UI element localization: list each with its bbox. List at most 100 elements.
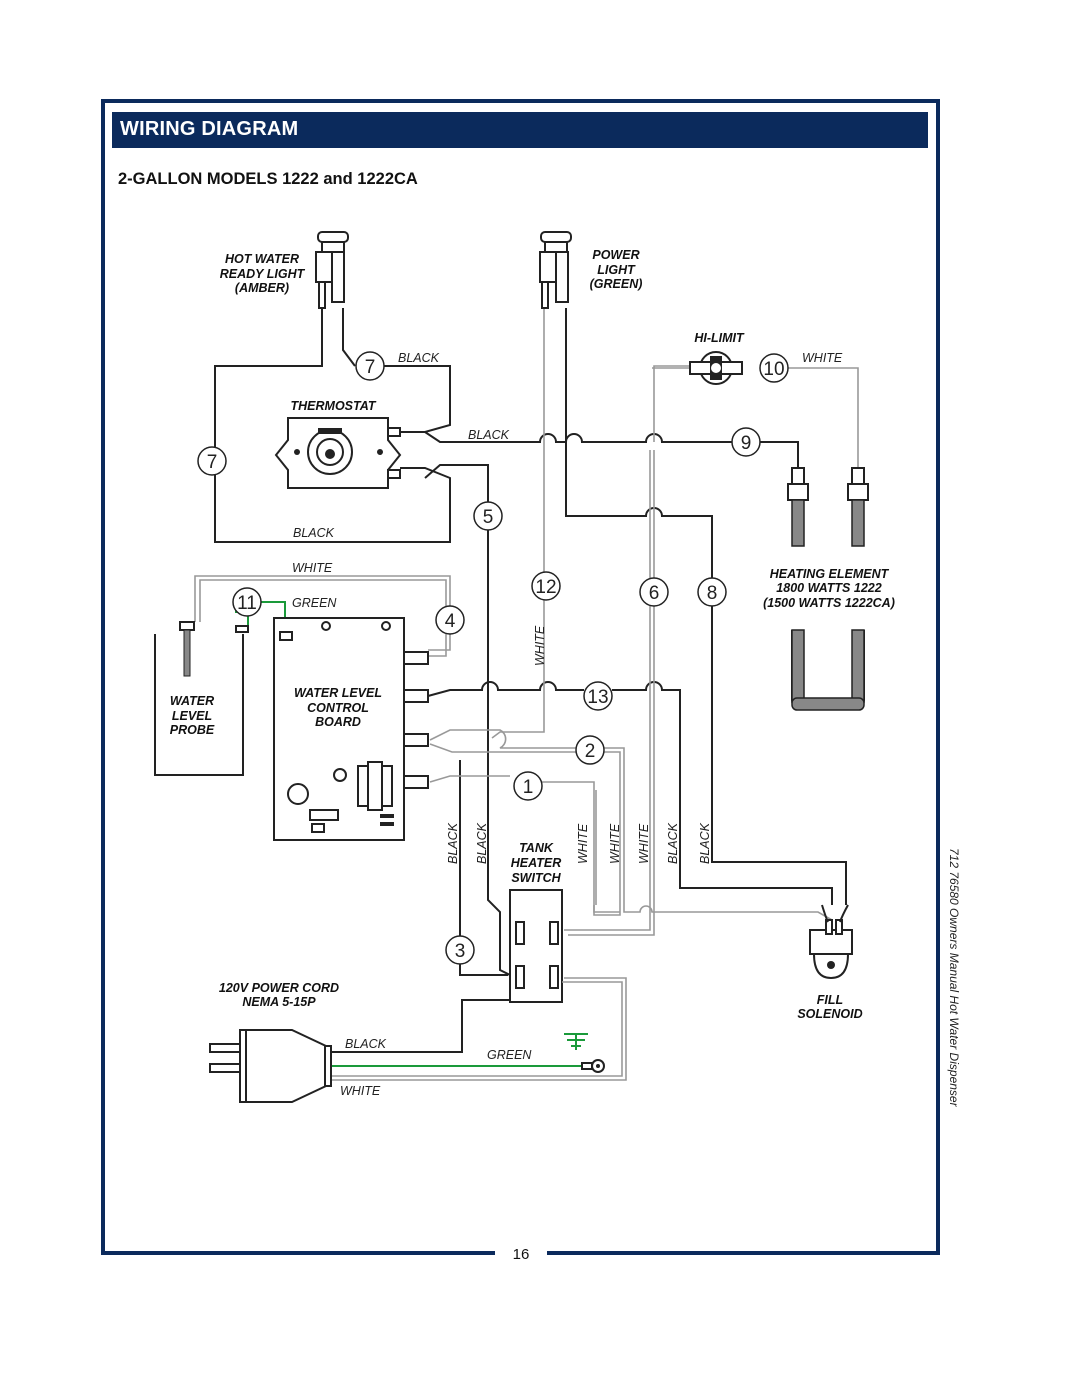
page-number: 16 (512, 1246, 530, 1263)
control-board-device (273, 617, 429, 841)
wire-12 (491, 308, 545, 739)
label-switch-3: SWITCH (511, 871, 561, 885)
label-switch-2: HEATER (511, 856, 561, 870)
label-power-light-2: LIGHT (597, 263, 636, 277)
label-board-2: CONTROL (307, 701, 369, 715)
hot-water-ready-light (315, 231, 349, 309)
label-white-3: WHITE (533, 625, 547, 666)
wire-number-13: 13 (587, 687, 608, 708)
wire-hilimit-left (653, 365, 690, 442)
wire-color-labels: BLACK WHITE BLACK BLACK WHITE GREEN WHIT… (292, 351, 843, 1098)
wire-2-right (604, 747, 833, 921)
wire-2-b (429, 743, 578, 753)
thermostat-device (274, 417, 402, 489)
wire-number-7a: 7 (365, 357, 376, 378)
wire-3-bottom (459, 960, 508, 976)
label-hi-limit: HI-LIMIT (694, 331, 745, 345)
label-white-4: WHITE (576, 823, 590, 864)
side-note: 712 76580 Owners Manual Hot Water Dispen… (947, 848, 961, 1107)
label-hot-water-3: (AMBER) (235, 281, 289, 295)
label-heating-element-2: 1800 WATTS 1222 (776, 581, 881, 595)
label-board-3: BOARD (315, 715, 361, 729)
wire-number-5: 5 (483, 507, 494, 528)
wire-13-left (427, 681, 584, 697)
wire-cord-black (325, 999, 510, 1053)
label-black-1: BLACK (398, 351, 440, 365)
power-light-lamp (539, 231, 572, 309)
wire-7-black (380, 365, 451, 433)
wire-number-12: 12 (535, 577, 556, 598)
wire-5-top (424, 464, 489, 505)
wire-number-1: 1 (523, 777, 534, 798)
label-board-1: WATER LEVEL (294, 686, 382, 700)
label-cord-1: 120V POWER CORD (219, 981, 339, 995)
wire-number-6: 6 (649, 583, 660, 604)
label-white-5: WHITE (608, 823, 622, 864)
wire-1-left (429, 775, 510, 783)
wire-number-4: 4 (445, 611, 456, 632)
hi-limit-device (689, 351, 743, 385)
label-power-light-1: POWER (592, 248, 639, 262)
wire-1-right (540, 781, 620, 913)
wire-probe-white2 (199, 579, 447, 657)
wire-number-10: 10 (763, 359, 784, 380)
label-black-4: BLACK (446, 822, 460, 864)
ground-symbol (564, 1033, 588, 1047)
label-solenoid-1: FILL (817, 993, 843, 1007)
label-white-7: WHITE (340, 1084, 381, 1098)
label-black-2: BLACK (468, 428, 510, 442)
wire-2-left (429, 729, 576, 749)
wire-light-lead (342, 308, 356, 367)
label-probe-3: PROBE (170, 723, 215, 737)
wire-cord-white2 (328, 981, 623, 1077)
footer-gap (495, 1244, 547, 1262)
wire-power-light (565, 308, 713, 580)
label-black-6: BLACK (666, 822, 680, 864)
label-black-5: BLACK (475, 822, 489, 864)
wire-number-8: 8 (707, 583, 718, 604)
wire-number-3: 3 (455, 941, 466, 962)
label-hot-water-2: READY LIGHT (220, 267, 306, 281)
label-white-2: WHITE (292, 561, 333, 575)
label-black-3: BLACK (293, 526, 335, 540)
diagram-subtitle: 2-GALLON MODELS 1222 and 1222CA (118, 170, 418, 188)
label-heating-element-1: HEATING ELEMENT (770, 567, 890, 581)
wire-8 (711, 604, 847, 905)
wire-7-loop (214, 308, 451, 543)
water-level-probe-device (154, 621, 249, 776)
white-wires (194, 308, 859, 1081)
label-green-1: GREEN (292, 596, 337, 610)
label-black-8: BLACK (345, 1037, 387, 1051)
power-cord-plug (209, 1029, 605, 1103)
wire-cord-white (328, 977, 627, 1081)
wire-number-9: 9 (741, 433, 752, 454)
label-cord-2: NEMA 5-15P (242, 995, 316, 1009)
fill-solenoid-device (809, 904, 853, 980)
section-banner: WIRING DIAGRAM (112, 112, 928, 148)
wire-9 (760, 441, 799, 470)
label-probe-2: LEVEL (172, 709, 212, 723)
section-title: WIRING DIAGRAM (120, 118, 299, 140)
label-hot-water-1: HOT WATER (225, 252, 299, 266)
wire-6 (568, 450, 655, 936)
wire-6b (564, 450, 651, 931)
label-green-2: GREEN (487, 1048, 532, 1062)
label-thermostat: THERMOSTAT (291, 399, 377, 413)
label-probe-1: WATER (170, 694, 214, 708)
heating-element (787, 467, 869, 711)
wire-10 (786, 367, 859, 470)
switch-terminals (515, 921, 559, 989)
label-heating-element-3: (1500 WATTS 1222CA) (763, 596, 895, 610)
wire-probe-white (194, 575, 451, 651)
wire-number-markers: 7 7 10 9 5 12 6 8 11 4 13 2 1 3 (197, 351, 789, 965)
label-black-7: BLACK (698, 822, 712, 864)
label-white-6: WHITE (637, 823, 651, 864)
wire-number-11: 11 (237, 593, 257, 614)
component-labels: HOT WATER READY LIGHT (AMBER) POWER LIGH… (170, 248, 895, 1021)
label-switch-1: TANK (519, 841, 554, 855)
wire-number-2: 2 (585, 741, 596, 762)
wire-13-right (612, 681, 833, 905)
label-white-1: WHITE (802, 351, 843, 365)
label-power-light-3: (GREEN) (590, 277, 643, 291)
